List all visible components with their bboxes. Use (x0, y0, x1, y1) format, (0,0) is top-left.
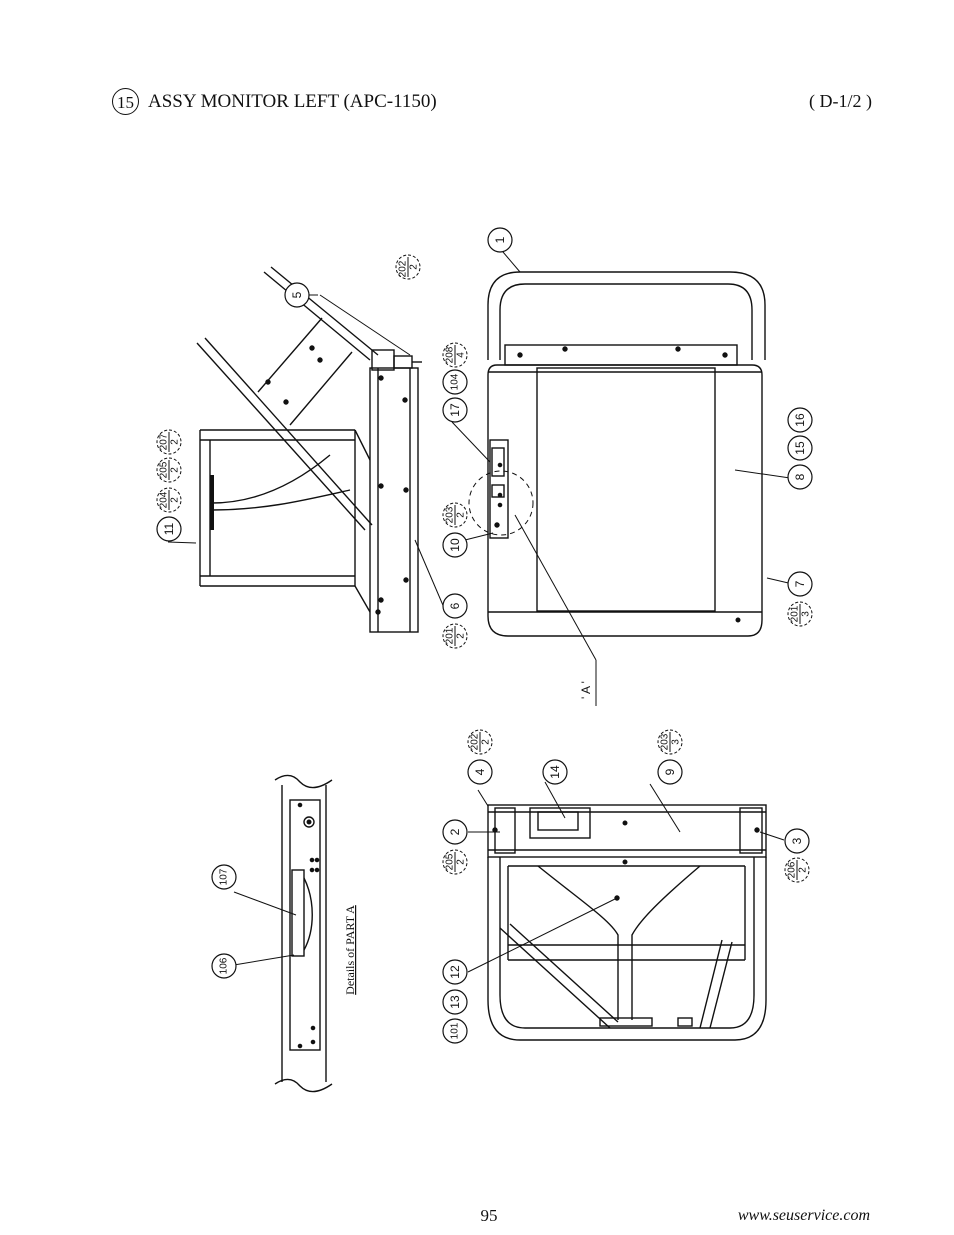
svg-text:7: 7 (793, 580, 807, 587)
svg-text:208: 208 (445, 346, 456, 363)
monitor-side-view (196, 266, 422, 633)
callout-1: 1 (487, 227, 513, 253)
assembly-number-badge: 15 (112, 88, 139, 115)
svg-text:1: 1 (493, 236, 507, 243)
svg-text:4: 4 (473, 768, 487, 775)
svg-text:2: 2 (170, 497, 181, 503)
svg-text:3: 3 (790, 837, 804, 844)
callout-101: 101 (442, 1018, 468, 1044)
svg-text:204: 204 (159, 491, 170, 508)
footer-url: www.seuservice.com (737, 1207, 870, 1224)
svg-text:8: 8 (793, 473, 807, 480)
callout-4: 4 (467, 759, 493, 785)
svg-text:16: 16 (793, 413, 807, 427)
callout-6: 6 (442, 593, 468, 619)
svg-text:205: 205 (159, 461, 170, 478)
callout-14: 14 (542, 759, 568, 785)
svg-text:203: 203 (660, 733, 671, 750)
svg-text:201: 201 (790, 605, 801, 622)
svg-text:2: 2 (798, 867, 809, 873)
svg-text:12: 12 (448, 965, 462, 979)
callout-5: 5 (284, 282, 310, 308)
callout-16: 16 (787, 407, 813, 433)
svg-text:15: 15 (793, 441, 807, 455)
callout-13: 13 (442, 989, 468, 1015)
page-header: 15 ASSY MONITOR LEFT (APC-1150) ( D-1/2 … (112, 88, 872, 118)
callout-15: 15 (787, 435, 813, 461)
assembly-title: ASSY MONITOR LEFT (APC-1150) (148, 91, 437, 112)
monitor-bottom-view (487, 804, 767, 1041)
svg-text:202: 202 (398, 260, 409, 277)
svg-text:17: 17 (448, 403, 462, 417)
callout-107: 107 (211, 864, 237, 890)
part-a-detail-view (274, 774, 333, 1093)
svg-text:13: 13 (448, 995, 462, 1009)
svg-text:207: 207 (159, 433, 170, 450)
svg-text:3: 3 (671, 739, 682, 745)
svg-text:107: 107 (219, 868, 230, 885)
svg-text:14: 14 (548, 765, 562, 779)
svg-text:106: 106 (219, 957, 230, 974)
page-number: 95 (480, 1206, 498, 1225)
monitor-front-view (468, 271, 766, 637)
svg-text:2: 2 (170, 467, 181, 473)
callout-7: 7 (787, 571, 813, 597)
svg-text:2: 2 (409, 264, 420, 270)
svg-text:2: 2 (481, 739, 492, 745)
svg-text:4: 4 (456, 352, 467, 358)
part-a-marker: ' A ' (579, 681, 593, 699)
svg-text:3: 3 (801, 611, 812, 617)
callout-12: 12 (442, 959, 468, 985)
leader-lines (167, 251, 798, 973)
svg-text:9: 9 (663, 768, 677, 775)
details-caption: Details of PART A (343, 905, 357, 995)
callout-2: 2 (442, 819, 468, 845)
callout-9: 9 (657, 759, 683, 785)
svg-text:2: 2 (456, 512, 467, 518)
svg-text:5: 5 (290, 291, 304, 298)
svg-text:202: 202 (470, 733, 481, 750)
svg-text:205: 205 (445, 853, 456, 870)
svg-text:10: 10 (448, 538, 462, 552)
callout-11: 11 (156, 516, 182, 542)
svg-text:104: 104 (450, 373, 461, 390)
svg-text:2: 2 (456, 633, 467, 639)
callout-106: 106 (211, 953, 237, 979)
svg-text:203: 203 (445, 506, 456, 523)
callout-8: 8 (787, 464, 813, 490)
svg-text:101: 101 (450, 1022, 461, 1039)
svg-text:2: 2 (448, 828, 462, 835)
callout-104: 104 (442, 369, 468, 395)
svg-text:2: 2 (456, 859, 467, 865)
svg-text:2: 2 (170, 439, 181, 445)
callout-bubbles: 1 5 11 17 104 10 6 16 15 8 7 4 14 9 2 3 … (156, 227, 813, 1044)
callout-3: 3 (784, 828, 810, 854)
callout-10: 10 (442, 532, 468, 558)
svg-text:201: 201 (445, 627, 456, 644)
callout-17: 17 (442, 397, 468, 423)
svg-text:6: 6 (448, 602, 462, 609)
sheet-reference: ( D-1/2 ) (809, 91, 872, 111)
svg-text:11: 11 (162, 522, 176, 535)
svg-text:206: 206 (787, 861, 798, 878)
